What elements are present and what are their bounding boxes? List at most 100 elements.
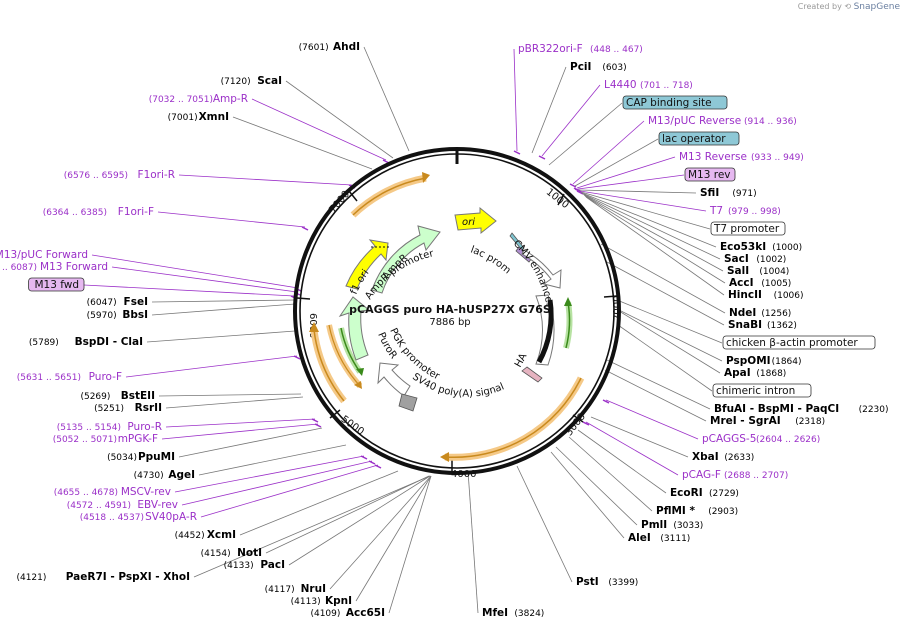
label-name: ApaI (724, 367, 751, 379)
label-kpni[interactable]: KpnI(4113) (291, 595, 352, 607)
label-sfii[interactable]: SfiI(971) (700, 187, 757, 199)
label-puror[interactable]: Puro-R(5135 .. 5154) (57, 421, 162, 433)
label-rsrii[interactable]: RsrII(5251) (94, 402, 162, 414)
label-apai[interactable]: ApaI (1868) (724, 367, 786, 379)
label-agei[interactable]: AgeI(4730) (134, 469, 195, 481)
label-m13rev[interactable]: M13 Reverse(933 .. 949) (679, 151, 804, 163)
label-ampr[interactable]: Amp-R(7032 .. 7051) (149, 93, 248, 105)
label-pos: (6047) (87, 298, 117, 308)
label-xcmi[interactable]: XcmI(4452) (175, 529, 236, 541)
label-hincii[interactable]: HincII(1006) (728, 289, 804, 301)
connector-mrei (604, 369, 707, 422)
label-psti[interactable]: PstI(3399) (576, 576, 638, 588)
label-bspdi[interactable]: BspDI - ClaI(5789) (29, 336, 143, 348)
label-paci[interactable]: PacI(4133) (224, 559, 285, 571)
label-ahdi[interactable]: AhdI(7601) (299, 41, 360, 53)
label-name: chicken β-actin promoter (726, 337, 858, 349)
label-m13f[interactable]: M13 Forward(6070 .. 6087) (0, 261, 108, 273)
label-pcii[interactable]: PciI(603) (570, 61, 627, 73)
label-m13pucf[interactable]: M13/pUC Forward(6079 .. 6101) (0, 249, 88, 261)
label-f1orif[interactable]: F1ori-F(6364 .. 6385) (43, 206, 154, 218)
label-saci[interactable]: SacI(1002) (724, 253, 786, 265)
label-xmni[interactable]: XmnI(7001) (168, 111, 229, 123)
label-snabi[interactable]: SnaBI(1362) (728, 319, 797, 331)
label-bfuai[interactable]: BfuAI - BspMI - PaqCI(2230) (714, 403, 889, 415)
label-ebvrev[interactable]: EBV-rev(4572 .. 4591) (67, 499, 178, 511)
label-nrui[interactable]: NruI(4117) (265, 583, 326, 595)
label-ppumi[interactable]: PpuMI(5034) (107, 451, 175, 463)
label-name: chimeric intron (716, 385, 795, 397)
label-purof[interactable]: Puro-F(5631 .. 5651) (17, 371, 122, 383)
label-l4440[interactable]: L4440(701 .. 718) (604, 79, 693, 91)
label-mpgkf[interactable]: mPGK-F(5052 .. 5071) (53, 433, 158, 445)
label-xbai[interactable]: XbaI(2633) (692, 451, 754, 463)
label-eco53ki[interactable]: Eco53kI(1000) (720, 241, 802, 253)
label-t7[interactable]: T7(979 .. 998) (709, 205, 781, 217)
label-pspomi[interactable]: PspOMI(1864) (726, 355, 802, 367)
label-sv40par[interactable]: SV40pA-R(4518 .. 4537) (80, 511, 197, 523)
label-pos: (4730) (134, 471, 164, 481)
label-pos: (5789) (29, 338, 59, 348)
label-acci[interactable]: AccI(1005) (729, 277, 791, 289)
label-name: SnaBI (728, 319, 762, 331)
label-cba[interactable]: chicken β-actin promoter (722, 335, 876, 350)
label-ecori[interactable]: EcoRI(2729) (670, 487, 739, 499)
label-pcaggs5[interactable]: pCAGGS-5(2604 .. 2626) (702, 433, 820, 445)
label-bbsi[interactable]: BbsI(5970) (87, 309, 148, 321)
connector-kpni (355, 475, 432, 602)
connector-eco53ki (581, 192, 717, 248)
label-lacop[interactable]: lac operator (658, 131, 740, 146)
sv40-label: SV40 poly(A) signal (410, 371, 506, 399)
label-name: M13 fwd (34, 279, 79, 291)
label-name: MSCV-rev (121, 486, 171, 498)
connector-acc65i (388, 475, 432, 614)
label-pcagf[interactable]: pCAG-F(2688 .. 2707) (682, 469, 788, 481)
label-chimeric[interactable]: chimeric intron (712, 383, 812, 398)
label-cap[interactable]: CAP binding site (622, 95, 728, 110)
label-name: F1ori-R (138, 169, 175, 181)
label-m13pucrev[interactable]: M13/pUC Reverse(914 .. 936) (648, 115, 797, 127)
tick-label-2000: 2000 (612, 296, 623, 321)
label-bsteii[interactable]: BstEII(5269) (80, 390, 155, 402)
label-acc65i[interactable]: Acc65I(4109) (310, 607, 385, 619)
label-pos: (7120) (221, 77, 251, 87)
connector-rsrii (165, 396, 304, 409)
label-name: XcmI (207, 529, 236, 541)
label-sali[interactable]: SalI(1004) (727, 265, 789, 277)
label-noti[interactable]: NotI(4154) (201, 547, 262, 559)
ampr-arc-head (422, 172, 430, 183)
label-pbr[interactable]: pBR322ori-F(448 .. 467) (518, 43, 643, 55)
label-f1orir[interactable]: F1ori-R(6576 .. 6595) (64, 169, 175, 181)
label-alei[interactable]: AleI(3111) (628, 532, 690, 544)
label-pos: (1868) (756, 369, 786, 379)
label-pos: (971) (732, 189, 756, 199)
label-name: HincII (728, 289, 762, 301)
tick-3000 (572, 414, 584, 423)
connector-sali (583, 194, 724, 272)
label-pmli[interactable]: PmlI(3033) (641, 519, 703, 531)
cds-arc-head (440, 452, 449, 462)
label-pos: (4452) (175, 531, 205, 541)
connector-xbai (590, 416, 689, 458)
label-paer7i[interactable]: PaeR7I - PspXI - XhoI(4121) (16, 571, 190, 583)
label-fsei[interactable]: FseI(6047) (87, 296, 148, 308)
label-box (722, 335, 876, 350)
label-pos: (2688 .. 2707) (724, 471, 788, 481)
connector-pspomi (618, 309, 723, 362)
label-pflmi[interactable]: PflMI *(2903) (656, 505, 738, 517)
label-pos: (1864) (772, 357, 802, 367)
label-mrei[interactable]: MreI - SgrAI(2318) (710, 415, 825, 427)
label-mscvrev[interactable]: MSCV-rev(4655 .. 4678) (54, 486, 171, 498)
label-ndei[interactable]: NdeI(1256) (729, 307, 791, 319)
label-mfei[interactable]: MfeI(3824) (482, 607, 544, 619)
label-scai[interactable]: ScaI(7120) (221, 75, 282, 87)
watermark-brand: SnapGene (853, 2, 900, 12)
label-name: MreI - SgrAI (710, 415, 781, 427)
label-m13rev[interactable]: M13 rev (684, 167, 736, 182)
label-name: NotI (237, 547, 262, 559)
label-t7prom[interactable]: T7 promoter (710, 221, 786, 236)
label-name: Eco53kI (720, 241, 766, 253)
label-name: PciI (570, 61, 591, 73)
label-name: mPGK-F (118, 433, 158, 445)
label-m13fwd[interactable]: M13 fwd (28, 277, 85, 292)
